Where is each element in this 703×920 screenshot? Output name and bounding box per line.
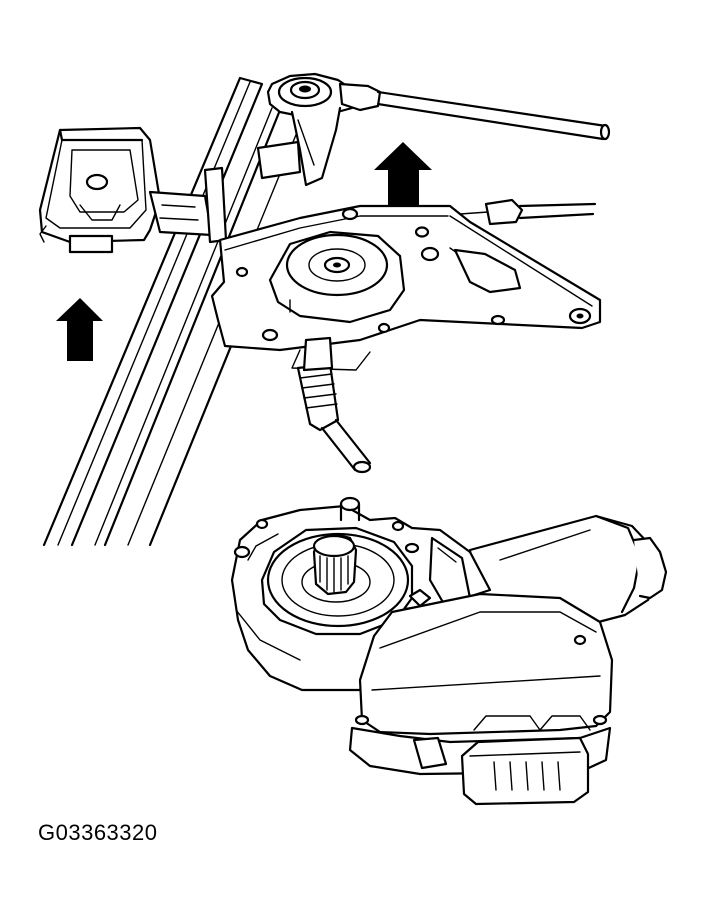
up-arrow-icon [374, 142, 432, 205]
up-arrow-icon [56, 298, 103, 361]
figure-code: G03363320 [38, 820, 158, 845]
window-motor [230, 496, 668, 806]
glass-carrier-clip [38, 126, 228, 254]
guide-rail [42, 76, 301, 547]
regulator-plate [210, 204, 602, 371]
upper-pulley [256, 72, 382, 187]
lower-cable-boot [296, 336, 372, 474]
drive-gear-housing [268, 230, 406, 324]
upper-cable [376, 90, 611, 141]
side-cable [459, 198, 597, 226]
